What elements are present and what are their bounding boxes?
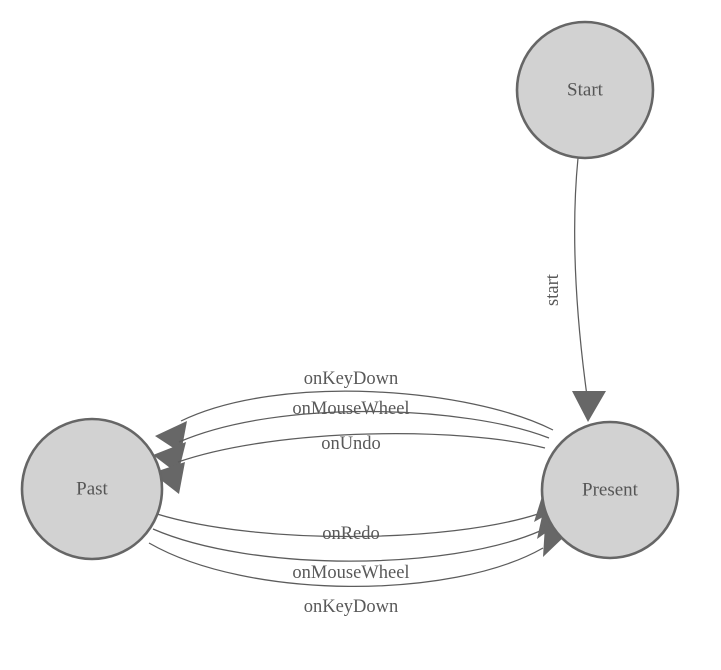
edge-onundo-to-past-path (177, 433, 546, 463)
node-present[interactable]: Present (540, 420, 680, 560)
edge-label-onmousewheel-bottom: onMouseWheel (292, 563, 409, 583)
node-start[interactable]: Start (515, 20, 655, 160)
edge-label-onkeydown-bottom: onKeyDown (304, 597, 399, 617)
edge-start-path (574, 157, 588, 397)
edge-label-onundo: onUndo (321, 434, 381, 454)
edge-onkeydown-to-past-path (180, 390, 554, 431)
edge-onmousewheel-to-past-path (178, 410, 550, 443)
edge-onundo-to-past[interactable] (152, 433, 546, 494)
edge-label-onredo: onRedo (322, 524, 380, 544)
edge-onundo-to-past-arrowhead (152, 462, 185, 494)
node-start-circle (515, 20, 655, 160)
edge-onkeydown-to-present-path (148, 542, 544, 587)
node-past-circle (20, 417, 164, 561)
edge-onmousewheel-to-present-path (152, 528, 541, 562)
edge-onredo-to-present-path (156, 513, 539, 538)
edge-start[interactable] (572, 157, 606, 422)
node-past[interactable]: Past (20, 417, 164, 561)
edge-start-arrowhead (572, 391, 606, 422)
node-present-circle (540, 420, 680, 560)
node-past-label: Past (76, 478, 108, 499)
edge-label-start: start (543, 273, 563, 306)
edge-label-onkeydown-top: onKeyDown (304, 369, 399, 389)
edge-label-onmousewheel-top: onMouseWheel (292, 399, 409, 419)
node-start-label: Start (567, 79, 604, 100)
node-present-label: Present (582, 479, 639, 500)
